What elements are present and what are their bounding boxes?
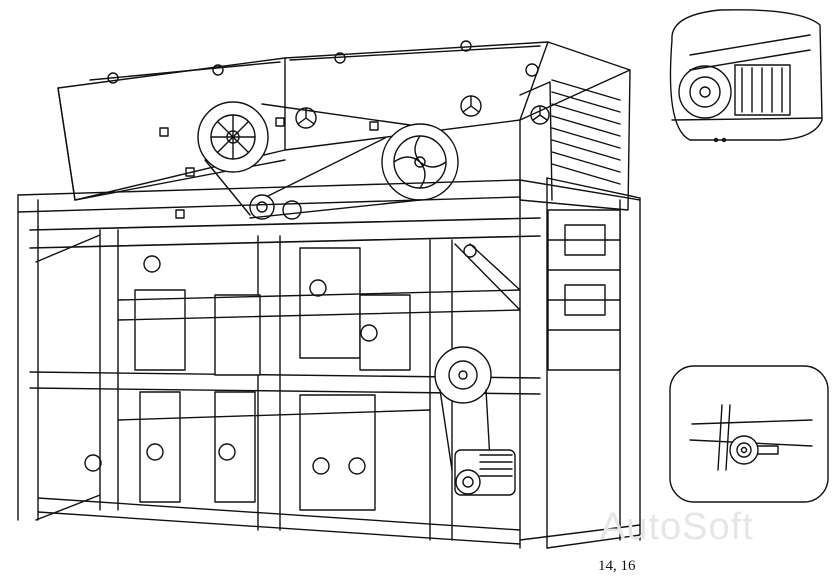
drive-pulleys — [197, 101, 459, 220]
inset-detail-bottom — [669, 365, 829, 503]
figure-caption: 14, 16 — [598, 558, 636, 574]
watermark-text: AutoSoft — [600, 506, 754, 548]
main-frame — [17, 177, 641, 549]
inner-assemblies — [84, 209, 621, 511]
upper-housing — [57, 40, 631, 219]
inset-detail-top — [669, 9, 823, 143]
lower-drive — [434, 346, 516, 496]
